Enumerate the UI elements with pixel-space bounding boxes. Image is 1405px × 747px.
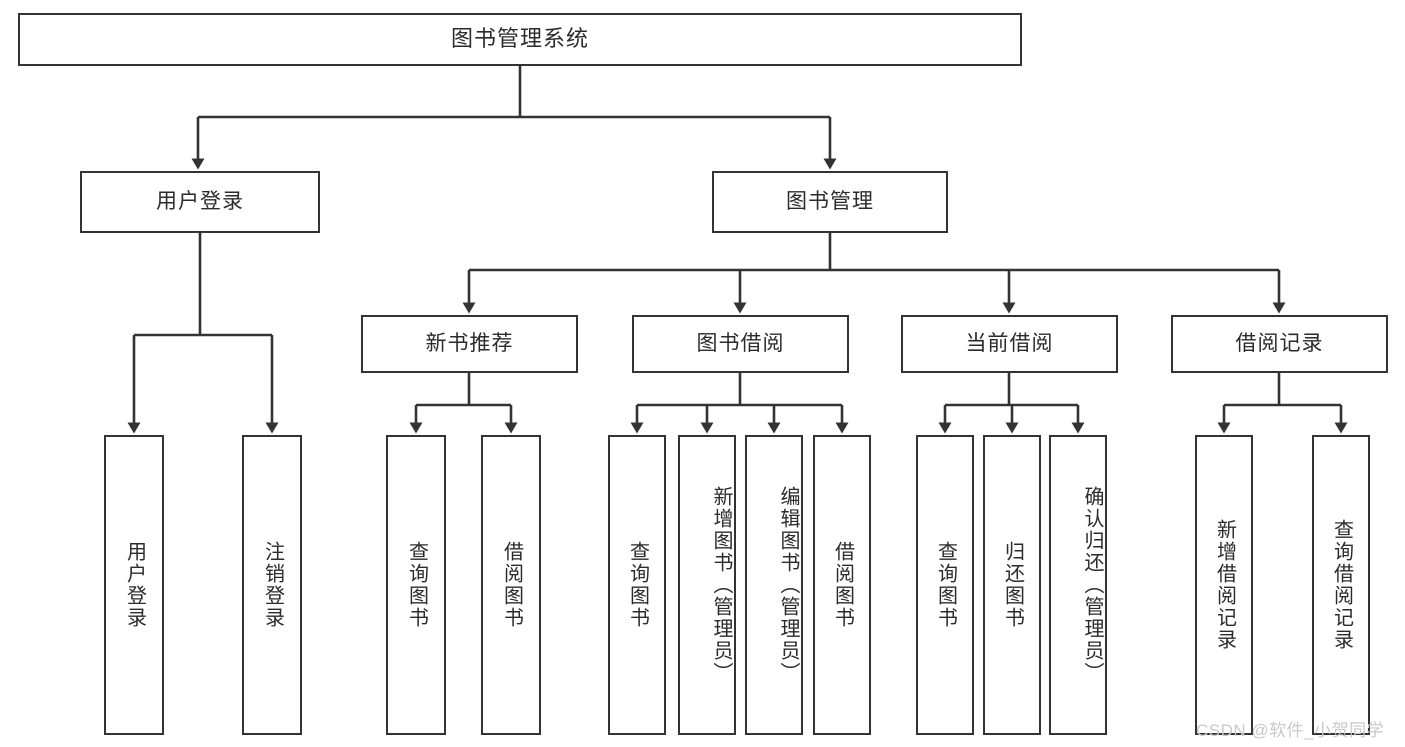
node-label: 查询图书	[626, 541, 649, 629]
node-level3-3[interactable]: 借阅记录	[1171, 315, 1388, 373]
node-label: 用户登录	[156, 190, 244, 214]
node-label: 新增借阅记录	[1213, 519, 1236, 651]
csdn-watermark: CSDN @软件_小贺同学	[1196, 721, 1385, 740]
node-label: 借阅记录	[1235, 332, 1324, 356]
node-leaf-9[interactable]: 归还图书	[983, 435, 1041, 735]
node-label: 图书管理	[786, 190, 874, 214]
node-leaf-4[interactable]: 查询图书	[608, 435, 666, 735]
node-leaf-10[interactable]: 确认归还（管理员）	[1049, 435, 1107, 735]
node-level2-0[interactable]: 用户登录	[80, 171, 320, 233]
node-leaf-11[interactable]: 新增借阅记录	[1195, 435, 1253, 735]
node-label: 查询图书	[934, 541, 957, 629]
node-root-图书管理系统[interactable]: 图书管理系统	[18, 13, 1022, 66]
node-level3-1[interactable]: 图书借阅	[632, 315, 849, 373]
node-leaf-2[interactable]: 查询图书	[386, 435, 446, 735]
node-label: 确认归还（管理员）	[1081, 486, 1103, 684]
node-leaf-3[interactable]: 借阅图书	[481, 435, 541, 735]
node-level2-1[interactable]: 图书管理	[712, 171, 948, 233]
node-level3-0[interactable]: 新书推荐	[361, 315, 578, 373]
node-leaf-6[interactable]: 编辑图书（管理员）	[745, 435, 803, 735]
node-leaf-12[interactable]: 查询借阅记录	[1312, 435, 1370, 735]
node-label: 图书管理系统	[450, 26, 589, 52]
node-label: 新书推荐	[425, 332, 514, 356]
node-label: 借阅图书	[831, 541, 854, 629]
node-leaf-5[interactable]: 新增图书（管理员）	[678, 435, 736, 735]
node-leaf-8[interactable]: 查询图书	[916, 435, 974, 735]
node-leaf-1[interactable]: 注销登录	[242, 435, 302, 735]
node-label: 用户登录	[123, 541, 146, 629]
node-label: 当前借阅	[965, 332, 1054, 356]
node-label: 图书借阅	[696, 332, 785, 356]
node-label: 查询借阅记录	[1330, 519, 1353, 651]
node-label: 编辑图书（管理员）	[777, 486, 799, 684]
node-leaf-0[interactable]: 用户登录	[104, 435, 164, 735]
node-label: 借阅图书	[500, 541, 523, 629]
node-label: 归还图书	[1001, 541, 1024, 629]
node-label: 新增图书（管理员）	[710, 486, 732, 684]
node-leaf-7[interactable]: 借阅图书	[813, 435, 871, 735]
node-label: 查询图书	[405, 541, 428, 629]
node-level3-2[interactable]: 当前借阅	[901, 315, 1118, 373]
node-label: 注销登录	[261, 541, 284, 629]
